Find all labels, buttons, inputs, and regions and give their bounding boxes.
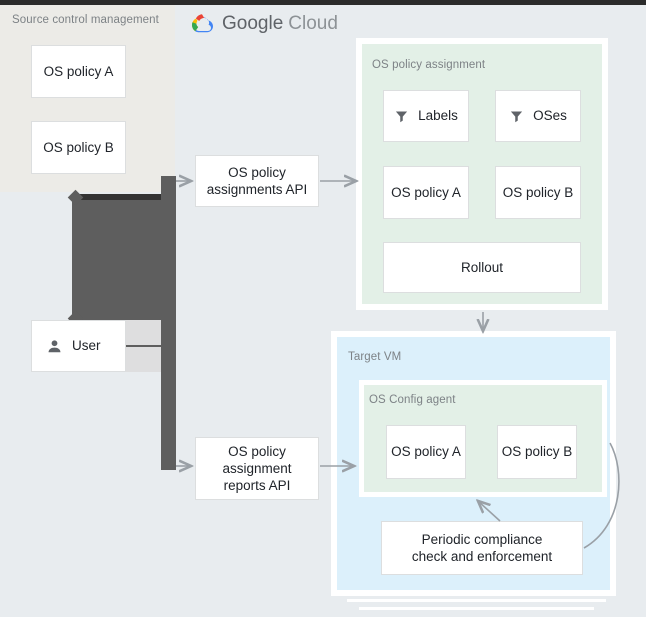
cloud-wordmark: Cloud: [288, 13, 338, 34]
agent-os-policy-b-label: OS policy B: [501, 444, 573, 460]
os-policy-assignment-reports-api-box[interactable]: OS policy assignment reports API: [195, 437, 319, 500]
reports-api-label-line2: assignment: [222, 460, 292, 476]
labels-filter-box[interactable]: Labels: [383, 90, 469, 142]
user-box[interactable]: User: [31, 320, 126, 372]
assignment-os-policy-a-label: OS policy A: [391, 184, 461, 200]
agent-os-policy-b-box[interactable]: OS policy B: [497, 425, 577, 479]
periodic-compliance-box[interactable]: Periodic compliance check and enforcemen…: [381, 521, 583, 575]
target-vm-stack-layer-1: [347, 599, 606, 602]
user-label: User: [72, 338, 101, 354]
top-border-strip: [0, 0, 646, 5]
rollout-label: Rollout: [460, 259, 504, 275]
target-vm-caption: Target VM: [348, 351, 402, 363]
assignment-os-policy-b-label: OS policy B: [502, 184, 574, 200]
source-control-management-caption: Source control management: [12, 14, 159, 26]
filter-icon: [509, 109, 524, 124]
google-cloud-logo-icon: [189, 12, 215, 36]
assignments-api-label-line2: assignments API: [206, 182, 308, 197]
os-config-agent-caption: OS Config agent: [369, 394, 456, 406]
assignments-api-label-line1: OS policy: [228, 164, 286, 180]
selection-highlight-block: [72, 196, 176, 320]
scm-os-policy-a-box[interactable]: OS policy A: [31, 45, 126, 98]
rollout-box[interactable]: Rollout: [383, 242, 581, 293]
agent-os-policy-a-label: OS policy A: [391, 444, 461, 460]
labels-label: Labels: [418, 108, 458, 124]
oses-label: OSes: [533, 108, 567, 124]
os-policy-assignment-caption: OS policy assignment: [372, 59, 486, 71]
periodic-label-line1: Periodic compliance: [421, 531, 543, 547]
periodic-label-line2: check and enforcement: [411, 549, 553, 564]
oses-filter-box[interactable]: OSes: [495, 90, 581, 142]
assignment-os-policy-b-box[interactable]: OS policy B: [495, 166, 581, 219]
reports-api-label-line1: OS policy: [228, 443, 286, 459]
filter-icon: [394, 109, 409, 124]
google-wordmark: Google: [222, 13, 284, 34]
user-icon: [46, 338, 63, 355]
scm-os-policy-a-label: OS policy A: [43, 63, 114, 79]
user-connector-bar: [161, 176, 176, 470]
scm-os-policy-b-box[interactable]: OS policy B: [31, 121, 126, 174]
user-connector-stub: [126, 345, 176, 347]
target-vm-stack-layer-2: [359, 607, 594, 610]
os-policy-assignments-api-box[interactable]: OS policy assignments API: [195, 155, 319, 207]
scm-os-policy-b-label: OS policy B: [43, 139, 114, 155]
reports-api-label-line3: reports API: [223, 478, 291, 494]
google-cloud-brand: Google Cloud: [189, 12, 338, 36]
agent-os-policy-a-box[interactable]: OS policy A: [386, 425, 466, 479]
selection-highlight-top-edge: [76, 194, 176, 200]
assignment-os-policy-a-box[interactable]: OS policy A: [383, 166, 469, 219]
